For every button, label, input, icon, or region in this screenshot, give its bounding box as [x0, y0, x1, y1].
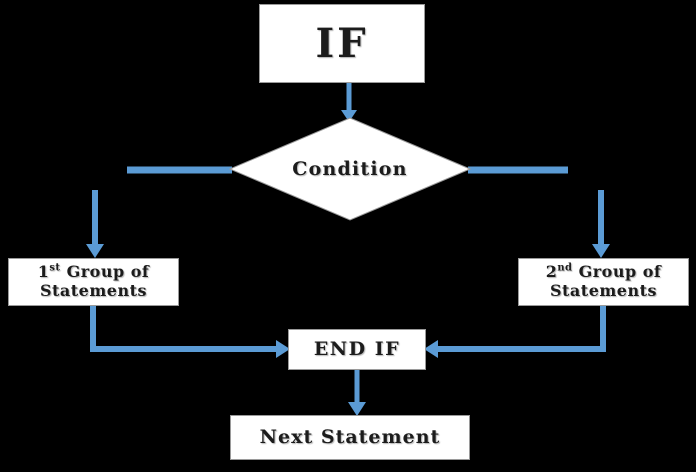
diamond-shape [228, 117, 472, 221]
edge-endif-to-next [348, 370, 366, 416]
node-group1-line2: Statements [39, 281, 147, 300]
node-next-statement-label: Next Statement [259, 426, 441, 449]
node-condition[interactable]: Condition [228, 117, 472, 221]
edge-condition-to-group2 [468, 166, 610, 258]
node-condition-label: Condition [292, 158, 408, 180]
edge-condition-to-group1 [86, 166, 232, 258]
node-group1-text: 1st Group of Statements [37, 262, 150, 301]
edge-group2-to-endif [424, 306, 606, 358]
node-next-statement[interactable]: Next Statement [230, 415, 470, 460]
node-group2-line2: Statements [549, 281, 658, 300]
edge-group1-to-endif [90, 306, 290, 358]
node-group2-text: 2nd Group of Statements [545, 262, 662, 301]
node-endif[interactable]: END IF [288, 329, 426, 370]
node-group1-line1: 1st Group of [37, 262, 150, 282]
node-group2-line1: 2nd Group of [545, 262, 662, 282]
node-endif-label: END IF [313, 338, 401, 361]
node-group2[interactable]: 2nd Group of Statements [518, 258, 689, 306]
node-if[interactable]: IF [259, 4, 425, 83]
node-group1[interactable]: 1st Group of Statements [8, 258, 179, 306]
node-if-label: IF [315, 19, 369, 67]
